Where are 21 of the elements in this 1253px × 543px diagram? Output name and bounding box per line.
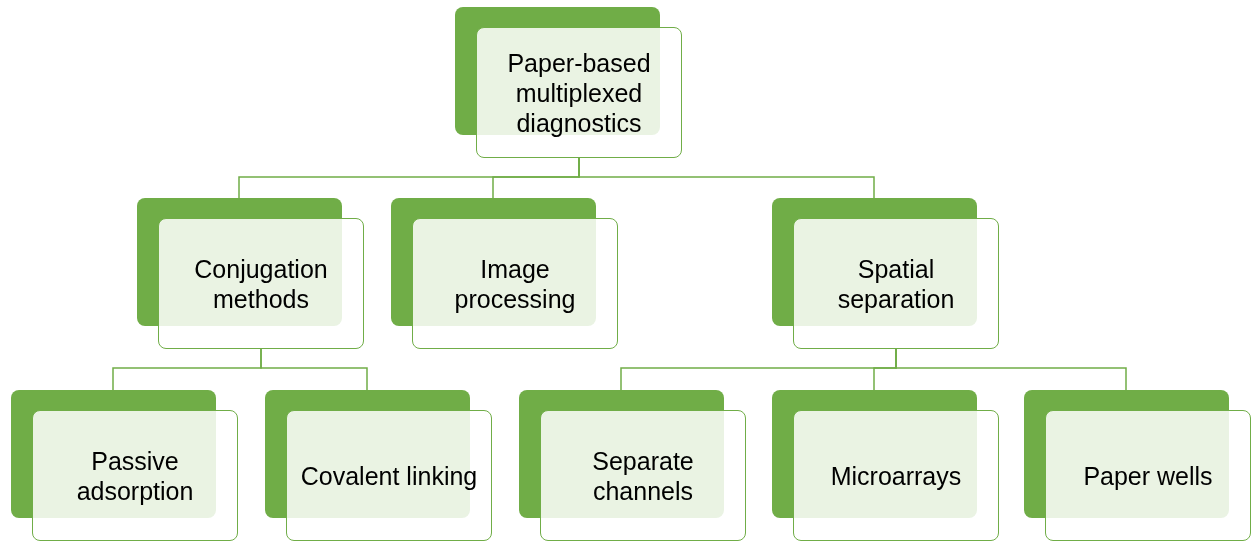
node-card [391, 198, 618, 349]
node-card [519, 390, 746, 541]
node-card [265, 390, 492, 541]
node-label: Microarrays [829, 460, 963, 491]
node-card [455, 7, 682, 158]
node-label: Image processing [453, 253, 577, 314]
connector-line [260, 348, 368, 391]
node-label: Separate channels [591, 445, 695, 506]
node-card [137, 198, 364, 349]
node-card [772, 390, 999, 541]
connector-line [895, 348, 1127, 391]
node-label: Spatial separation [836, 253, 956, 314]
node-card [772, 198, 999, 349]
node-label: Paper wells [1082, 460, 1214, 491]
node-card [1024, 390, 1251, 541]
node-label: Covalent linking [299, 460, 479, 491]
node-label: Passive adsorption [75, 445, 195, 506]
node-label: Conjugation methods [193, 253, 329, 314]
connector-line [578, 157, 875, 199]
node-card [11, 390, 238, 541]
node-label: Paper-based multiplexed diagnostics [506, 47, 652, 138]
